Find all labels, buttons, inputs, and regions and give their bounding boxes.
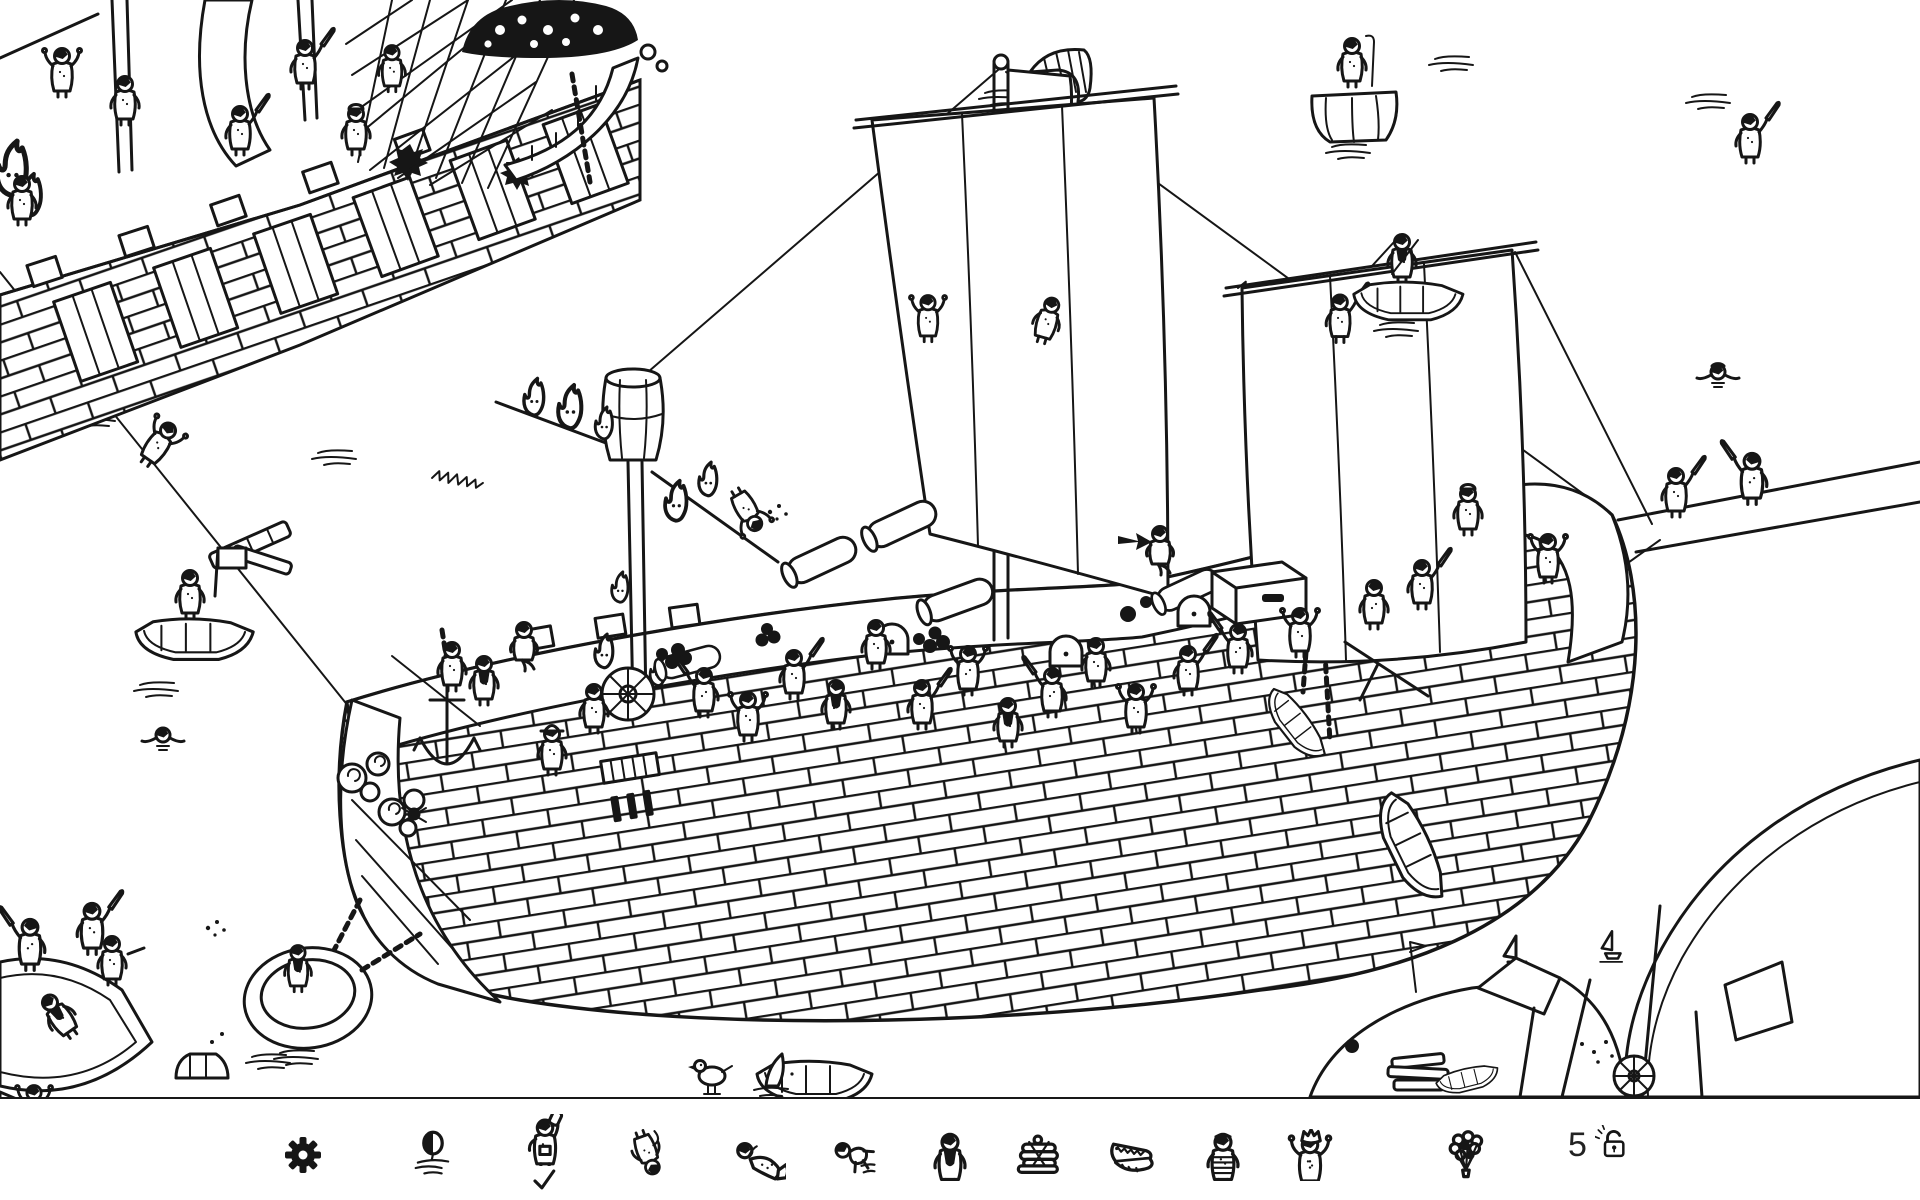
croc-icon [1110,1142,1154,1173]
flame-creature[interactable] [593,405,614,441]
stern-windows [610,789,654,823]
wreck-wheel[interactable] [1612,1054,1656,1097]
flame-creature[interactable] [663,478,689,523]
stern-rail [503,56,640,182]
target-balloon-bouquet[interactable] [1434,1113,1500,1197]
rowboat-rower[interactable] [1352,235,1465,338]
raft-icon [1016,1134,1059,1174]
pirate[interactable] [379,46,406,92]
target-crawling-pirate[interactable] [822,1113,888,1197]
scene-canvas [0,0,1920,1097]
tiny-sailboat[interactable] [1599,930,1624,963]
skull-mark [401,807,427,823]
target-cook-with-pan[interactable] [512,1113,578,1197]
found-checkmark-icon [533,1169,556,1190]
beard-icon [924,1129,976,1181]
cannon[interactable] [856,495,942,556]
target-hanging-diver[interactable] [615,1113,681,1197]
gear-icon [279,1131,327,1179]
davit [1343,640,1430,702]
cannon[interactable] [776,531,862,592]
cheer-icon [1284,1129,1336,1181]
cannonballs[interactable] [656,596,1152,669]
pirate[interactable] [719,481,774,539]
plank-stack[interactable] [1386,1052,1450,1092]
target-crocodile[interactable] [1100,1113,1166,1197]
boom [0,12,100,60]
backstroke-swimmer[interactable] [140,726,186,752]
pirate[interactable] [1721,441,1767,505]
shark-fin[interactable] [753,1052,794,1097]
diver-icon [622,1129,674,1181]
coracle-chain [327,897,363,961]
cook-icon [519,1114,571,1166]
flame-creature[interactable] [610,570,630,604]
target-cheering-pirate-in-hat[interactable] [1277,1113,1343,1197]
flame-creature[interactable] [558,385,581,428]
mermaid-icon [736,1142,786,1181]
bottom-left-battle-boats[interactable] [0,891,154,1097]
fore-sail[interactable] [852,84,1180,600]
grate [599,751,661,785]
pirate[interactable] [342,105,370,156]
top-left-galleon[interactable] [0,0,669,462]
stern-scrolls [336,751,426,838]
settings-button[interactable] [270,1113,336,1197]
ship-wheel[interactable] [600,666,656,722]
target-balloon-in-water[interactable] [400,1113,466,1197]
coracle-prisoner[interactable] [238,931,423,1066]
cannon-mount [1048,634,1084,668]
pirate[interactable] [1736,102,1779,163]
cannon-mount [1176,594,1212,628]
chain [569,71,593,185]
target-toolbar: 5 [0,1097,1920,1200]
hint-arrow [1118,533,1152,550]
crawl-icon [832,1132,880,1179]
target-mermaid[interactable] [727,1113,793,1197]
turban-swimmer[interactable] [1695,362,1741,389]
rear-sail[interactable] [1222,240,1540,664]
pirate[interactable] [391,643,481,727]
bouquet-icon [1448,1130,1484,1179]
treasure-heap[interactable] [462,0,669,73]
flame-creature[interactable] [522,376,546,417]
porthole [1345,1039,1359,1053]
balloon-icon [414,1130,450,1176]
shroud-net [345,0,575,189]
pirate[interactable] [1662,456,1705,517]
furled-sail[interactable] [198,0,272,168]
pirate[interactable] [43,49,82,98]
barrel-surfer[interactable] [1310,34,1399,160]
sand-dots [1580,1040,1614,1064]
crow-nest-barrel[interactable] [601,367,665,462]
deck-crew [391,485,1568,776]
cannon-hole [389,144,428,181]
open-padlock-icon [1594,1125,1625,1158]
target-bearded-pirate[interactable] [917,1113,983,1197]
flame-creature[interactable] [697,460,719,498]
target-striped-shirt-pirate[interactable] [1190,1113,1256,1197]
target-log-raft[interactable] [1007,1113,1073,1197]
rowboat-flag-waver[interactable] [134,546,255,661]
striped-icon [1197,1129,1249,1181]
unlock-count: 5 [1568,1126,1587,1164]
main-pirate-ship[interactable] [327,47,1920,1023]
shipwreck[interactable] [1308,758,1920,1097]
floating-barrel[interactable] [174,1032,230,1080]
wreck-sail-piece [1723,960,1794,1042]
bowsprit[interactable] [1616,460,1920,554]
burning-foremast[interactable] [494,367,780,708]
seagull[interactable] [688,1059,733,1095]
unlock-counter: 5 [1568,1125,1635,1165]
